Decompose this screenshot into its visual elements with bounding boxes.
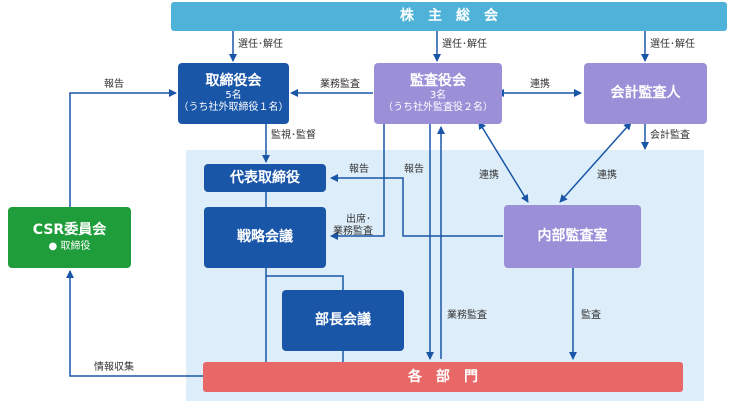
- label-report-board: 報告: [104, 79, 124, 90]
- strategy-meeting-title: 戦略会議: [237, 229, 293, 245]
- label-election-audit: 選任･解任: [442, 39, 487, 50]
- label-attend: 出席･: [346, 214, 371, 225]
- internal-audit-box: 内部監査室: [504, 205, 641, 268]
- label-business-audit-top: 業務監査: [320, 79, 360, 90]
- label-business-audit-bottom: 業務監査: [447, 310, 487, 321]
- accounting-auditor-box: 会計監査人: [584, 63, 707, 124]
- label-coordination-top: 連携: [530, 79, 550, 90]
- department-heads-meeting-title: 部長会議: [315, 312, 371, 328]
- csr-committee-member: ● 取締役: [48, 241, 91, 252]
- audit-board-outside: （うち社外監査役２名）: [383, 102, 493, 113]
- departments-label: 各 部 門: [408, 368, 478, 385]
- label-coordination-right: 連携: [597, 170, 617, 181]
- strategy-meeting-box: 戦略会議: [204, 207, 326, 268]
- csr-committee-title: CSR委員会: [32, 222, 107, 238]
- label-coordination-left: 連携: [479, 170, 499, 181]
- csr-committee-box: CSR委員会 ● 取締役: [8, 207, 131, 268]
- accounting-auditor-title: 会計監査人: [610, 85, 681, 101]
- label-info-collection: 情報収集: [94, 362, 134, 373]
- shareholders-meeting-label: 株 主 総 会: [400, 8, 498, 24]
- label-audit: 監査: [581, 310, 601, 321]
- label-supervision: 監視･監督: [271, 130, 316, 141]
- audit-board-box: 監査役会 3名 （うち社外監査役２名）: [374, 63, 502, 124]
- label-accounting-audit: 会計監査: [650, 130, 690, 141]
- shareholders-meeting-bar: 株 主 総 会: [171, 2, 727, 31]
- representative-director-title: 代表取締役: [230, 169, 300, 186]
- board-title: 取締役会: [205, 73, 262, 89]
- label-election-accounting: 選任･解任: [650, 39, 695, 50]
- department-heads-meeting-box: 部長会議: [282, 290, 404, 351]
- audit-board-count: 3名: [429, 90, 447, 101]
- board-of-directors-box: 取締役会 5名 （うち社外取締役１名）: [178, 63, 289, 124]
- board-outside: （うち社外取締役１名）: [178, 102, 289, 113]
- label-report-audit: 報告: [404, 164, 424, 175]
- label-election-board: 選任･解任: [238, 39, 283, 50]
- board-count: 5名: [225, 90, 242, 101]
- internal-audit-title: 内部監査室: [537, 228, 608, 244]
- representative-director-box: 代表取締役: [204, 164, 326, 192]
- departments-bar: 各 部 門: [203, 362, 683, 392]
- label-attend-audit: 業務監査: [333, 226, 373, 237]
- label-report-representative: 報告: [349, 164, 369, 175]
- audit-board-title: 監査役会: [410, 73, 466, 89]
